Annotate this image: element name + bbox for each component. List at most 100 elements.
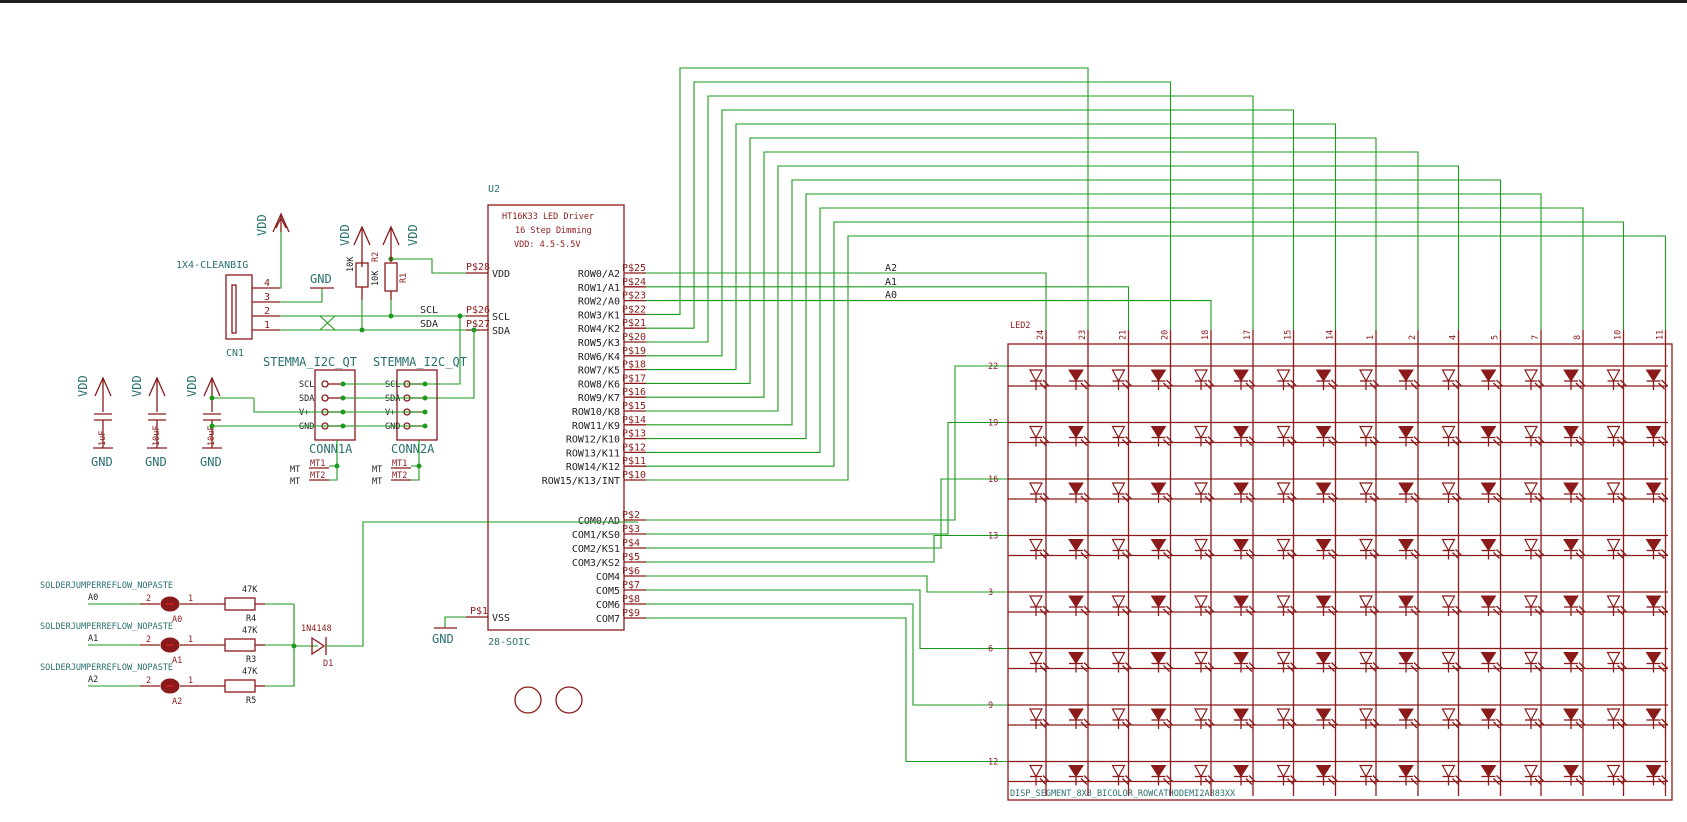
ic-title: HT16K33 LED Driver [502, 212, 594, 222]
pin-label-20: COM4 [596, 572, 620, 583]
stemma-mt2-1: MT2 [392, 471, 407, 481]
matrix-top-pin-6: 15 [1284, 330, 1294, 340]
pin-num-right-16: P$2 [622, 510, 640, 521]
pin-num-right-6: P$19 [622, 346, 646, 357]
jumper-ref-2: A2 [172, 697, 182, 707]
jumper-res-val-1: 47K [242, 626, 258, 636]
stemma-name-1: STEMMA_I2C_QT [373, 355, 467, 369]
diode-ref: D1 [323, 659, 333, 669]
pin-label-23: COM7 [596, 614, 620, 625]
pin-label-8: ROW8/K6 [578, 379, 620, 390]
pin-label-13: ROW13/K11 [566, 448, 620, 459]
pin-num-right-5: P$20 [622, 332, 646, 343]
matrix-top-pin-15: 11 [1656, 330, 1666, 340]
header-pin-2: 2 [264, 306, 270, 317]
vss-gnd-label: GND [432, 632, 454, 646]
ic-ref: U2 [488, 184, 500, 195]
cap-gnd-label-2: GND [200, 455, 222, 469]
vdd-label-r2: VDD [338, 224, 352, 246]
window-top-bar [0, 0, 1687, 3]
pin-num-right-19: P$5 [622, 552, 640, 563]
pin-label-9: ROW9/K7 [578, 393, 620, 404]
pin-label-4: ROW4/K2 [578, 324, 620, 335]
matrix-ref: LED2 [1010, 321, 1030, 331]
stemma-pin-1-1: SDA [385, 394, 400, 404]
pin-num-right-11: P$14 [622, 415, 646, 426]
jumper-pin1-0: 1 [188, 594, 193, 604]
stemma-pin-0-0: SCL [299, 380, 314, 390]
header-cn1[interactable]: 1X4-CLEANBIG CN1 4 3 2 1 GND SCL SDA [176, 228, 460, 359]
stemma-mt1-1: MT1 [392, 459, 407, 469]
diode-d1[interactable]: 1N4148 D1 [274, 521, 638, 687]
pin-num-right-4: P$21 [622, 318, 646, 329]
header-body [225, 274, 253, 340]
stemma-ref-0: CONN1A [309, 442, 353, 456]
ic-package: 28-SOIC [488, 637, 530, 648]
pin-label-12: ROW12/K10 [566, 435, 620, 446]
pin-scl: SCL [492, 312, 510, 323]
pin-num-right-22: P$8 [622, 594, 640, 605]
vdd-label-r1: VDD [406, 224, 420, 246]
jumper-res-ref-0: R4 [246, 614, 256, 624]
vdd-label-header: VDD [255, 214, 269, 236]
header-pin-1: 1 [264, 320, 270, 331]
cap-vdd-label-1: VDD [130, 375, 144, 397]
jumper-ref-0: A0 [172, 615, 182, 625]
r2-label: R2 [371, 252, 381, 262]
pin-num-right-3: P$22 [622, 304, 646, 315]
stemma-mt-a-0: MT [290, 465, 300, 475]
cap-gnd-label-1: GND [145, 455, 167, 469]
jumper-name-0: SOLDERJUMPERREFLOW_NOPASTE [40, 581, 173, 591]
matrix-top-pin-13: 8 [1573, 335, 1583, 340]
header-ref: CN1 [226, 348, 244, 359]
stemma-pin-0-2: V+ [299, 408, 309, 418]
matrix-top-pin-3: 20 [1161, 330, 1171, 340]
matrix-top-pin-10: 4 [1449, 335, 1459, 340]
ic-vdd-range: VDD: 4.5-5.5V [514, 240, 581, 250]
sda-net-label: SDA [420, 319, 438, 330]
stemma-connectors[interactable]: STEMMA_I2C_QTCONN1ASCLSDAV+GNDMTMT1MTMT2… [253, 355, 467, 487]
jumper-pin1-1: 1 [188, 635, 193, 645]
pin-num-right-17: P$3 [622, 524, 640, 535]
pin-label-15: ROW15/K13/INT [542, 476, 620, 487]
led-matrix[interactable]: LED2 DISP_SEGMENT_8X8_BICOLOR_ROWCATHODE… [988, 321, 1673, 801]
pin-num-right-14: P$11 [622, 456, 646, 467]
pin-label-3: ROW3/K1 [578, 310, 620, 321]
matrix-top-pin-4: 18 [1201, 330, 1211, 340]
header-gnd-label: GND [310, 272, 332, 286]
matrix-left-pin-2: 16 [988, 475, 998, 485]
cap-vdd-label-0: VDD [76, 375, 90, 397]
stemma-pin-1-0: SCL [385, 380, 400, 390]
mounting-hole-1 [514, 686, 542, 714]
matrix-left-pin-5: 6 [988, 645, 993, 655]
stemma-mt1-0: MT1 [310, 459, 325, 469]
scl-net-label: SCL [420, 305, 438, 316]
jumper-res-val-0: 47K [242, 585, 258, 595]
jumper-net-0: A0 [88, 593, 98, 603]
matrix-top-pin-14: 10 [1614, 330, 1624, 340]
matrix-left-pin-6: 9 [988, 701, 993, 711]
pin-label-11: ROW11/K9 [572, 421, 620, 432]
matrix-left-pin-1: 19 [988, 419, 998, 429]
matrix-left-pin-3: 13 [988, 532, 998, 542]
pin-label-5: ROW5/K3 [578, 338, 620, 349]
cap-gnd-label-0: GND [91, 455, 113, 469]
pin-label-10: ROW10/K8 [572, 407, 620, 418]
pin-vdd: VDD [492, 269, 510, 280]
matrix-part: DISP_SEGMENT_8X8_BICOLOR_ROWCATHODEMI2A8… [1010, 789, 1236, 799]
pin-label-17: COM1/KS0 [572, 530, 620, 541]
pin-num-right-1: P$24 [622, 277, 646, 288]
ic-u2[interactable]: U2 HT16K33 LED Driver 16 Step Dimming VD… [466, 184, 646, 648]
ic-right-pins: ROW0/A2P$25ROW1/A1P$24ROW2/A0P$23ROW3/K1… [542, 263, 646, 625]
matrix-left-pin-7: 12 [988, 758, 998, 768]
pullup-resistors[interactable]: VDD 10K 10K R2 VDD R1 [338, 224, 420, 300]
jumper-name-2: SOLDERJUMPERREFLOW_NOPASTE [40, 663, 173, 673]
i2c-bus-wires: GND [265, 256, 477, 646]
pin-num-p28: P$28 [466, 262, 490, 273]
matrix-top-pin-5: 17 [1243, 330, 1253, 340]
stemma-mt-a-1: MT [372, 465, 382, 475]
pin-num-right-12: P$13 [622, 429, 646, 440]
r2-ref: 10K [371, 270, 381, 286]
